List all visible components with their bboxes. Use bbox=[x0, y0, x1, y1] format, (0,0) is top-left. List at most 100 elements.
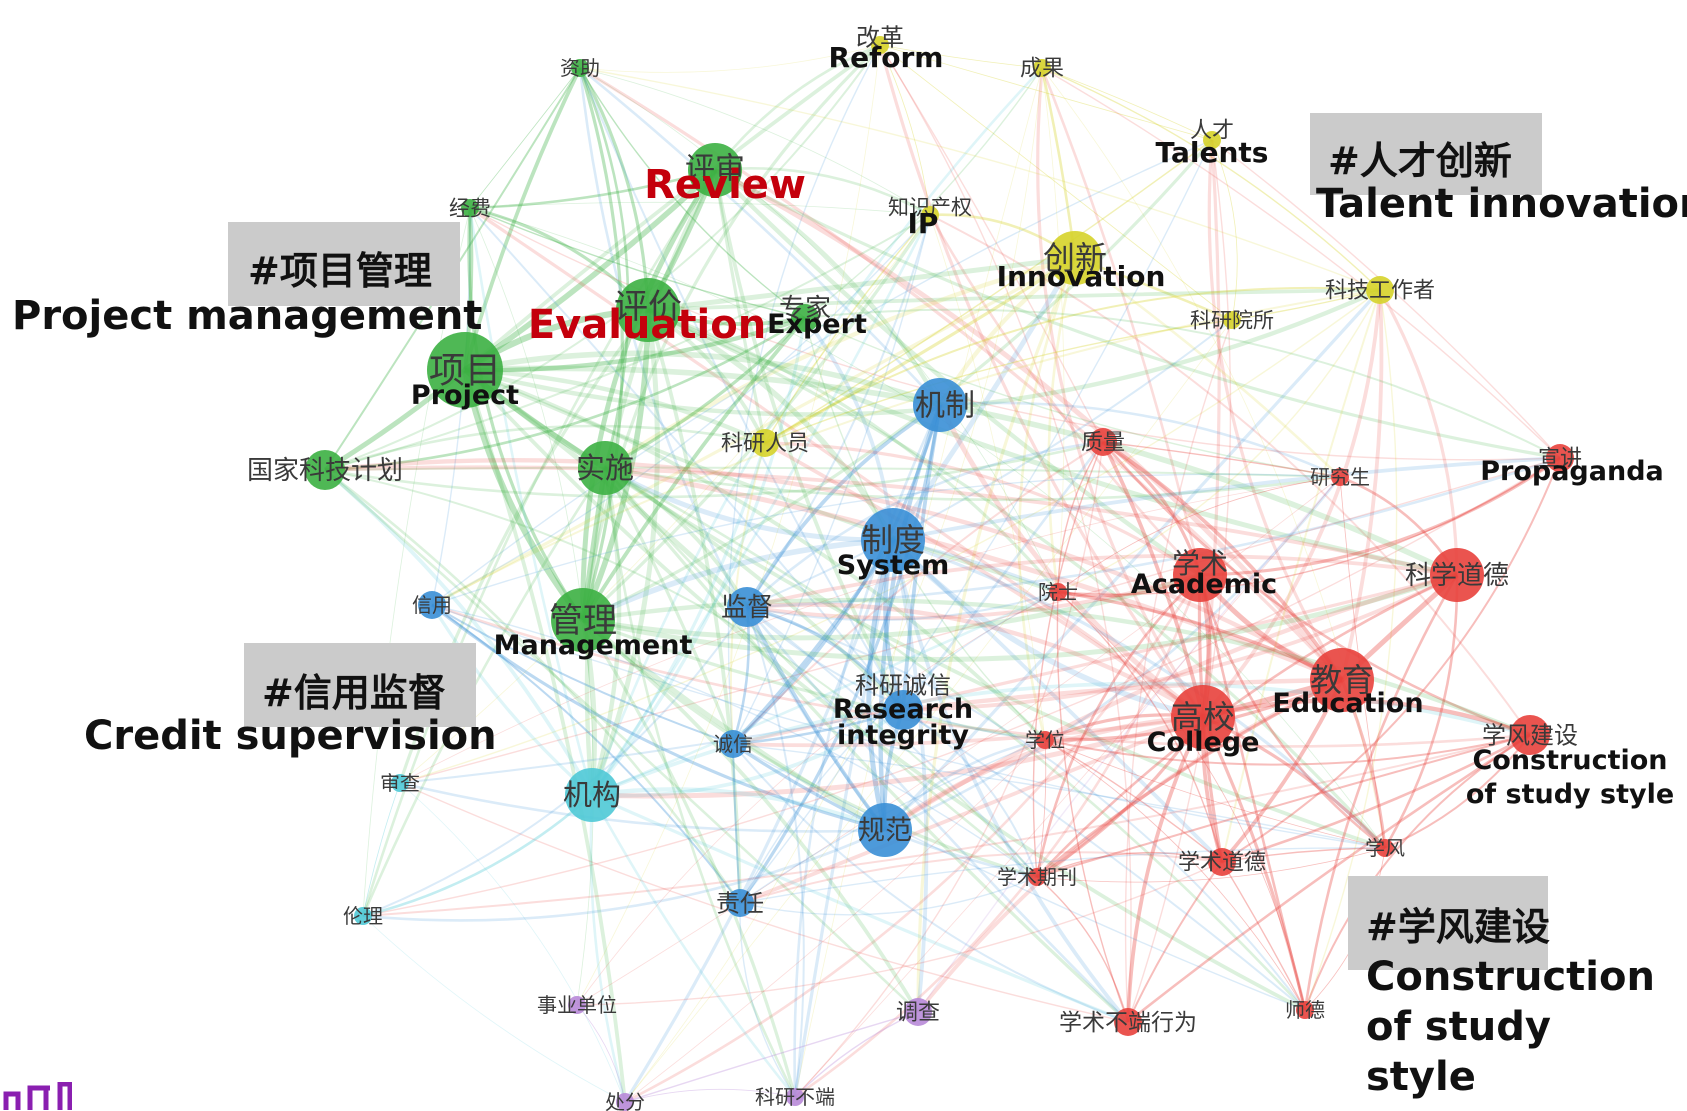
edge-scitech_worker-academician bbox=[1057, 289, 1381, 593]
edge-scitech_worker-college bbox=[1201, 289, 1382, 719]
node-sci_ethics bbox=[1430, 548, 1484, 602]
edge-quality-integrity bbox=[732, 441, 1104, 745]
edge-sci_ethics-integrity bbox=[732, 573, 1458, 746]
edge-project-degree bbox=[464, 368, 1047, 742]
edge-journals-responsibility bbox=[739, 876, 1038, 916]
edge-reform-misconduct bbox=[879, 44, 1132, 1023]
edge-ip-degree bbox=[929, 214, 1046, 741]
edge-funding-research_integrity bbox=[579, 67, 904, 711]
edge-responsibility-research_misconduct bbox=[739, 902, 796, 1098]
edge-funding-norms bbox=[578, 67, 887, 831]
edge-research_inst-supervision bbox=[746, 319, 1233, 608]
edge-researchers-institution bbox=[590, 442, 767, 796]
edge-research_integrity-integrity bbox=[732, 708, 904, 746]
node-study_style_con bbox=[1510, 715, 1550, 755]
edge-study_style_con-ethics bbox=[362, 734, 1531, 917]
edge-reform-integrity bbox=[727, 44, 881, 745]
edge-mechanism-integrity bbox=[731, 404, 942, 746]
node-label-cn-expenses: 经费 bbox=[449, 196, 491, 220]
node-label-en-reform: Reform bbox=[829, 41, 944, 74]
node-label-cn-education: 教育 bbox=[1310, 661, 1374, 699]
node-label-en-propaganda: Propaganda bbox=[1480, 456, 1664, 487]
theme-credit-cn: #信用监督 bbox=[262, 671, 446, 715]
edge-academic_ethics-study_style bbox=[1221, 847, 1386, 863]
edge-journals-misconduct bbox=[1036, 876, 1129, 1023]
edge-credit-study_style bbox=[431, 604, 1386, 849]
node-funding bbox=[571, 59, 589, 77]
node-label-en-talents: Talents bbox=[1156, 136, 1269, 169]
edge-reform-results bbox=[879, 44, 1043, 69]
node-label-cn-innovation: 创新 bbox=[1043, 239, 1107, 277]
edge-funding-implement bbox=[578, 67, 630, 469]
edge-expenses-institution bbox=[468, 207, 594, 796]
edge-institution-norms bbox=[591, 787, 886, 833]
edge-credit-norms bbox=[431, 603, 886, 832]
node-label-cn-teacher_ethics: 师德 bbox=[1285, 998, 1325, 1022]
edge-implement-integrity bbox=[603, 467, 735, 745]
node-education bbox=[1310, 648, 1374, 712]
node-label-cn-integrity: 诚信 bbox=[713, 732, 753, 756]
edge-national_plan-quality bbox=[324, 440, 1104, 499]
edge-implement-research_integrity bbox=[603, 466, 905, 712]
edge-study_style_con-study_style bbox=[1384, 734, 1531, 849]
edge-system-integrity bbox=[731, 538, 895, 746]
edge-college-study_style_con bbox=[1202, 698, 1531, 738]
node-label-cn-research_misconduct: 科研不端 bbox=[755, 1085, 835, 1109]
edge-expert-project bbox=[464, 315, 806, 373]
node-label-cn-talents: 人才 bbox=[1190, 119, 1234, 144]
edge-research_inst-misconduct bbox=[1124, 319, 1233, 1023]
edge-researchers-college bbox=[764, 441, 1205, 719]
edge-system-college bbox=[890, 538, 1204, 720]
node-investigation bbox=[904, 998, 932, 1026]
edge-ip-national_plan bbox=[324, 214, 931, 471]
edge-funding-expenses bbox=[469, 67, 581, 209]
edge-sci_ethics-supervision bbox=[746, 553, 1458, 609]
edge-research_inst-punishment bbox=[624, 319, 1233, 1103]
edge-funding-management bbox=[578, 67, 624, 621]
edge-expenses-study_style bbox=[469, 207, 1386, 849]
node-label-cn-responsibility: 责任 bbox=[716, 889, 764, 917]
edge-funding-academician bbox=[579, 67, 1059, 593]
edge-propaganda-academic bbox=[1199, 456, 1561, 577]
node-expert bbox=[791, 304, 819, 332]
edge-credit-integrity bbox=[431, 604, 734, 745]
edge-education-research_integrity bbox=[902, 677, 1343, 713]
edge-ip-academic bbox=[928, 214, 1201, 576]
node-label-en-ip: IP bbox=[908, 207, 939, 240]
edge-investigation-punishment bbox=[624, 1011, 919, 1103]
node-label-cn-evaluation: 评价 bbox=[614, 287, 682, 327]
edge-results-study_style bbox=[1041, 67, 1386, 849]
edge-talents-researchers bbox=[764, 139, 1213, 444]
edge-ip-study_style_con bbox=[929, 214, 1531, 736]
edge-management-research_misconduct bbox=[581, 619, 797, 1098]
edge-national_plan-sci_ethics bbox=[324, 465, 1458, 577]
edge-public_inst-punishment bbox=[576, 1004, 626, 1103]
theme-box-credit bbox=[244, 643, 476, 727]
edge-national_plan-investigation bbox=[324, 469, 919, 1013]
edge-degree-study_style_con bbox=[1044, 734, 1531, 766]
theme-box-project bbox=[228, 222, 460, 306]
edge-scitech_worker-researchers bbox=[764, 286, 1381, 444]
edge-ip-institution bbox=[590, 214, 932, 796]
node-label-cn-researchers: 科研人员 bbox=[721, 432, 809, 457]
edge-research_integrity-institution bbox=[591, 708, 905, 798]
edge-implement-grad_students bbox=[604, 466, 1341, 502]
edge-credit-responsibility bbox=[431, 604, 741, 904]
node-label-cn-funding: 资助 bbox=[560, 56, 600, 80]
edge-results-research_misconduct bbox=[794, 67, 1043, 1098]
edge-system-punishment bbox=[623, 539, 895, 1103]
node-researchers bbox=[751, 429, 779, 457]
theme-talent-en: Talent innovation bbox=[1316, 181, 1687, 227]
edge-evaluation-system bbox=[646, 307, 896, 542]
node-label-en-evaluation: Evaluation bbox=[528, 302, 766, 348]
node-misconduct bbox=[1114, 1008, 1142, 1036]
edge-innovation-implement bbox=[603, 255, 1076, 470]
node-research_integrity bbox=[883, 690, 923, 730]
edge-funding-evaluation bbox=[578, 67, 650, 311]
node-label-en-system: System bbox=[837, 550, 949, 581]
edge-management-degree bbox=[582, 618, 1046, 742]
node-results bbox=[1033, 59, 1051, 77]
node-implement bbox=[578, 441, 632, 495]
